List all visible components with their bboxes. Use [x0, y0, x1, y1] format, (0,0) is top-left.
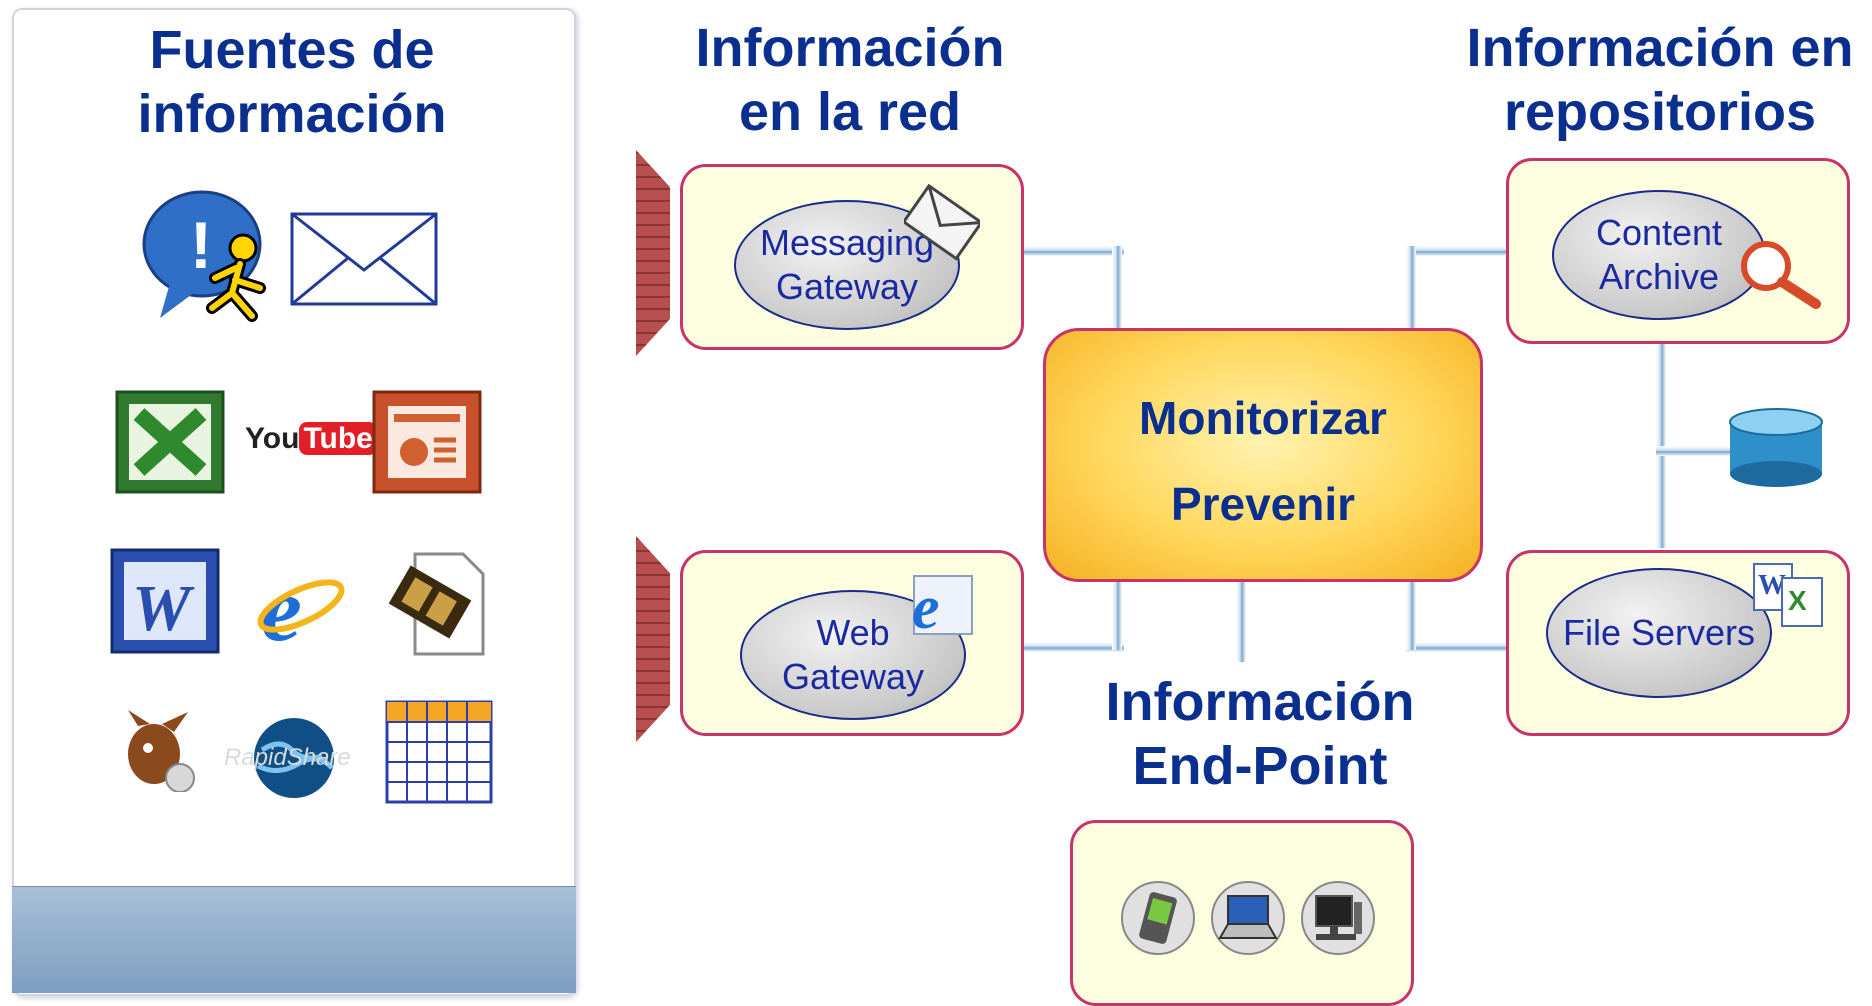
content-archive: Content Archive: [1552, 190, 1766, 320]
rapidshare-icon: RapidShare: [222, 714, 362, 804]
connector: [1024, 246, 1124, 256]
network-title-line1: Información: [695, 18, 1005, 78]
laptop-icon: [1210, 880, 1286, 956]
connector: [1406, 642, 1506, 652]
word-icon: W: [110, 548, 220, 654]
messaging-gateway: Messaging Gateway: [734, 200, 960, 330]
connector: [1656, 446, 1738, 456]
repositories-title: Información en repositorios: [1450, 16, 1870, 144]
connector: [1236, 580, 1246, 662]
monitor-label: Monitorizar: [1139, 392, 1387, 444]
file-servers: File Servers: [1546, 568, 1772, 698]
messaging-gateway-label-line1: Messaging: [759, 222, 935, 263]
email-icon: [290, 212, 438, 306]
firewall-bottom: [636, 536, 670, 742]
repositories-title-line1: Información en: [1466, 18, 1854, 78]
envelope-icon: [901, 180, 984, 266]
database-icon: [1726, 406, 1826, 490]
magnifier-icon: [1738, 238, 1824, 312]
sources-title-line1: Fuentes de: [149, 20, 435, 80]
document-icon: W X: [1752, 562, 1838, 630]
excel-icon: [115, 390, 225, 494]
svg-text:X: X: [1788, 585, 1807, 616]
endpoint-title-line2: End-Point: [1132, 736, 1388, 796]
sources-panel-footer: [12, 886, 576, 993]
network-title: Información en la red: [640, 16, 1060, 144]
svg-text:!: !: [190, 208, 212, 282]
connector: [1112, 246, 1122, 330]
internet-explorer-icon: e: [255, 558, 347, 660]
connector: [1406, 246, 1416, 330]
chat-icon: !: [140, 188, 280, 328]
web-gateway-label-line2: Gateway: [781, 656, 925, 697]
prevent-label: Prevenir: [1170, 478, 1356, 530]
spreadsheet-icon: [385, 700, 493, 804]
pda-icon: [1120, 880, 1196, 956]
file-servers-label: File Servers: [1562, 612, 1756, 653]
firewall-top: [636, 150, 670, 356]
powerpoint-icon: [372, 390, 482, 494]
video-file-icon: [385, 552, 485, 656]
content-archive-label-line1: Content: [1595, 212, 1723, 253]
rapidshare-label: RapidShare: [224, 744, 351, 771]
connector: [1406, 246, 1506, 256]
sources-title-line2: información: [137, 84, 447, 144]
network-title-line2: en la red: [738, 82, 962, 142]
internet-explorer-icon: e: [904, 572, 976, 642]
monitor-prevent-box: Monitorizar Prevenir: [1043, 328, 1483, 582]
connector: [1112, 580, 1122, 650]
web-gateway-label-line1: Web: [816, 612, 890, 653]
sources-title: Fuentes de información: [12, 18, 572, 146]
repositories-title-line2: repositorios: [1503, 82, 1817, 142]
desktop-icon: [1300, 880, 1376, 956]
connector: [1024, 642, 1124, 652]
svg-text:e: e: [912, 574, 940, 638]
endpoint-title-line1: Información: [1105, 672, 1415, 732]
content-archive-label-line2: Archive: [1598, 256, 1720, 297]
sources-panel: [12, 8, 576, 996]
endpoint-title: Información End-Point: [1060, 670, 1460, 798]
connector: [1406, 580, 1416, 650]
svg-text:W: W: [132, 572, 195, 645]
emule-icon: [118, 708, 202, 793]
messaging-gateway-label-line2: Gateway: [775, 266, 919, 307]
